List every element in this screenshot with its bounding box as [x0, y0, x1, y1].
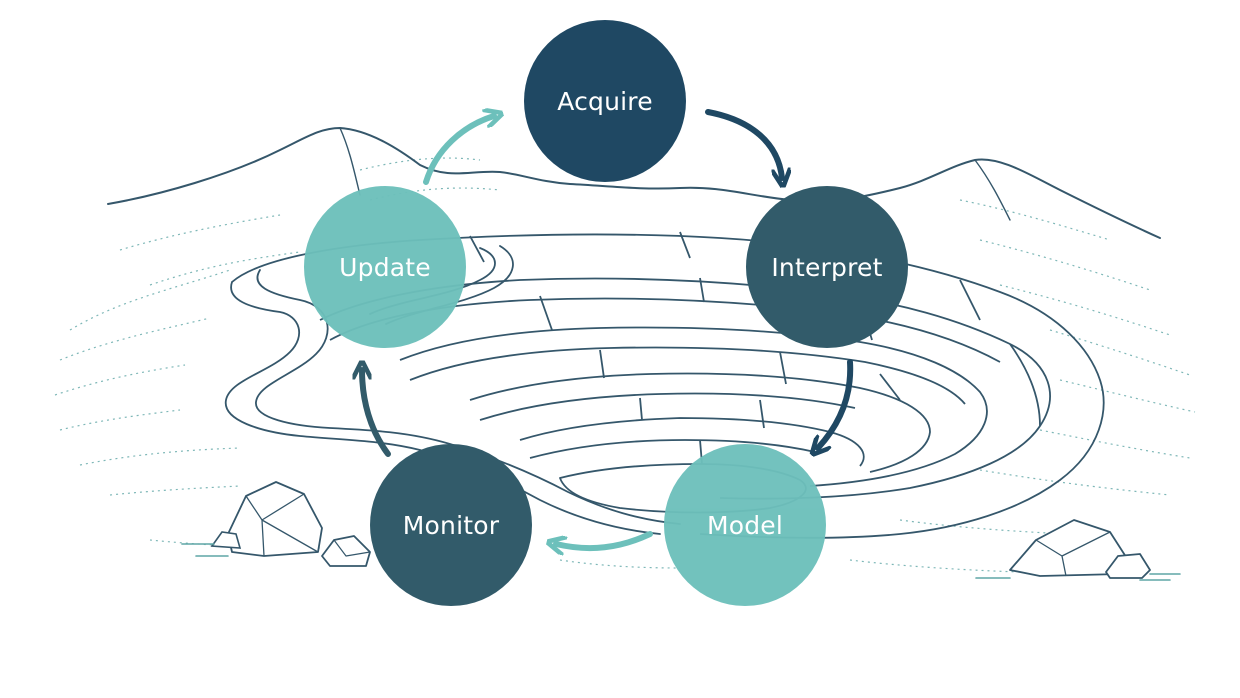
terrain-contours	[54, 157, 1196, 573]
node-label-update: Update	[339, 252, 431, 282]
arrow-interpret-to-model	[818, 359, 854, 448]
arrow-update-to-acquire	[423, 116, 494, 185]
rock-left-pebble	[210, 531, 242, 549]
node-label-monitor: Monitor	[402, 510, 500, 540]
rock-left-large	[227, 481, 323, 557]
node-acquire: Acquire	[524, 20, 686, 182]
node-label-interpret: Interpret	[771, 252, 883, 282]
node-model: Model	[664, 444, 826, 606]
arrow-model-to-monitor	[556, 531, 653, 548]
arrow-monitor-to-update	[362, 370, 391, 457]
arrow-acquire-to-interpret	[705, 109, 782, 178]
node-interpret: Interpret	[746, 186, 908, 348]
rock-left-small	[321, 535, 371, 567]
cycle-arrows	[362, 109, 854, 548]
node-update: Update	[304, 186, 466, 348]
node-label-model: Model	[706, 510, 784, 540]
ground-dashes	[181, 543, 1181, 581]
rock-right-small	[1105, 553, 1151, 579]
rock-right-large	[1009, 519, 1129, 577]
node-monitor: Monitor	[370, 444, 532, 606]
node-label-acquire: Acquire	[557, 86, 653, 116]
